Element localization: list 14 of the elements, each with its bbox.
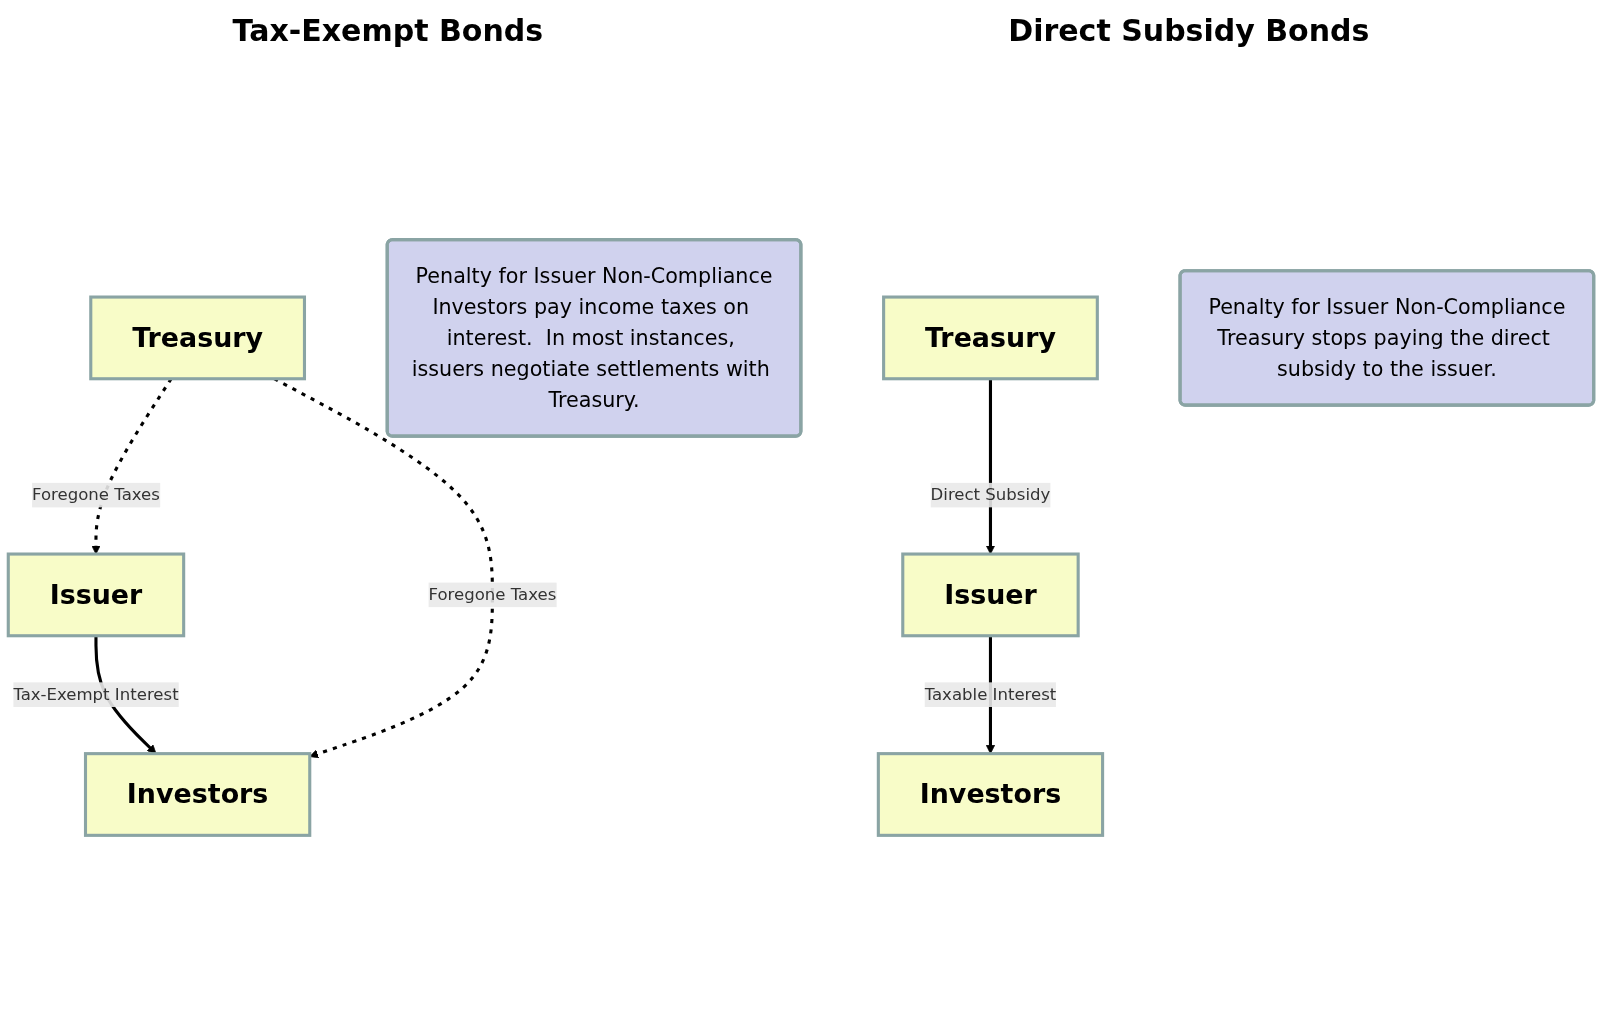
edge-label: Tax-Exempt Interest [13,684,179,704]
edge-label: Foregone Taxes [32,484,160,505]
edge-label: Direct Subsidy [930,484,1051,505]
node-box: Treasury [89,295,307,381]
node-box: Investors [876,752,1105,837]
edge-label: Taxable Interest [924,684,1057,704]
heading: Direct Subsidy Bonds [1008,12,1370,48]
heading: Tax-Exempt Bonds [232,12,544,48]
node-box: Treasury [882,295,1099,381]
node-box: Issuer [901,552,1080,638]
edge-label: Foregone Taxes [428,584,557,605]
node-box: Investors [83,752,312,837]
node-box: Issuer [6,552,186,638]
arrow [985,378,995,555]
